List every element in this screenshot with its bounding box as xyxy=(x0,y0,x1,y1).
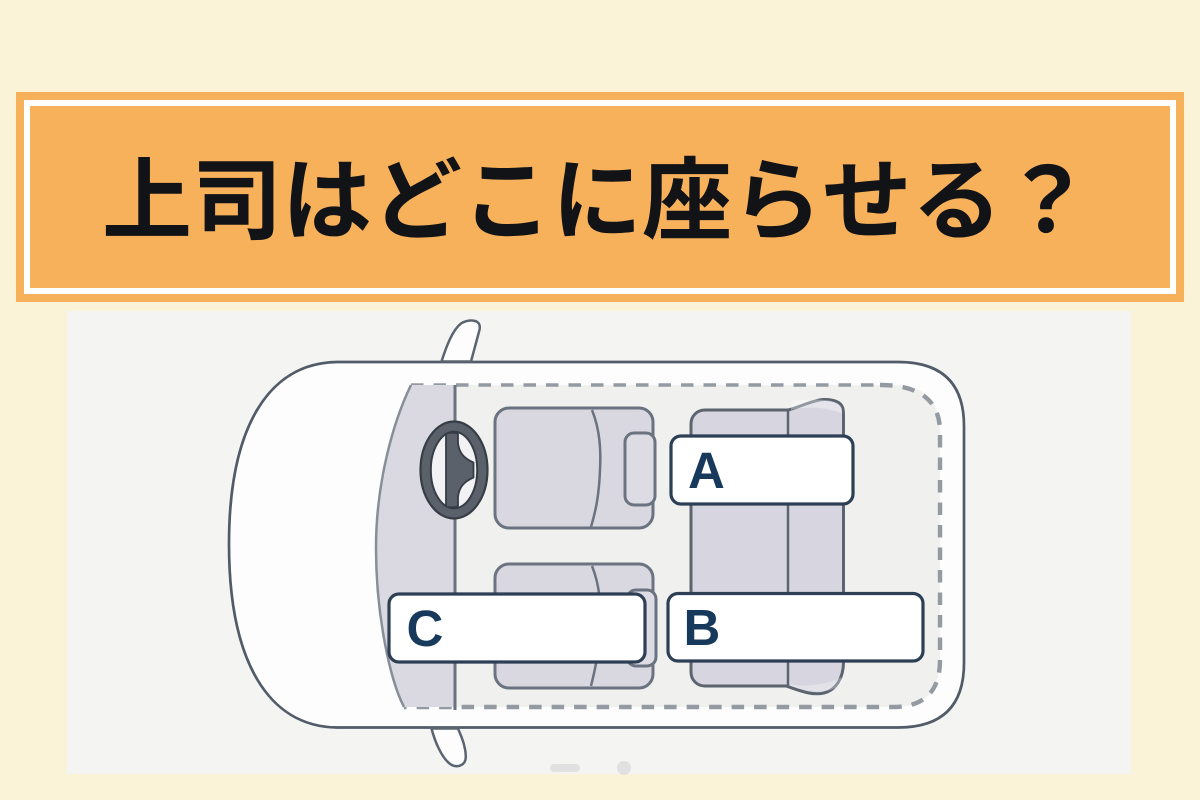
svg-text:A: A xyxy=(688,442,725,499)
svg-text:C: C xyxy=(407,600,444,657)
svg-text:B: B xyxy=(684,599,721,656)
